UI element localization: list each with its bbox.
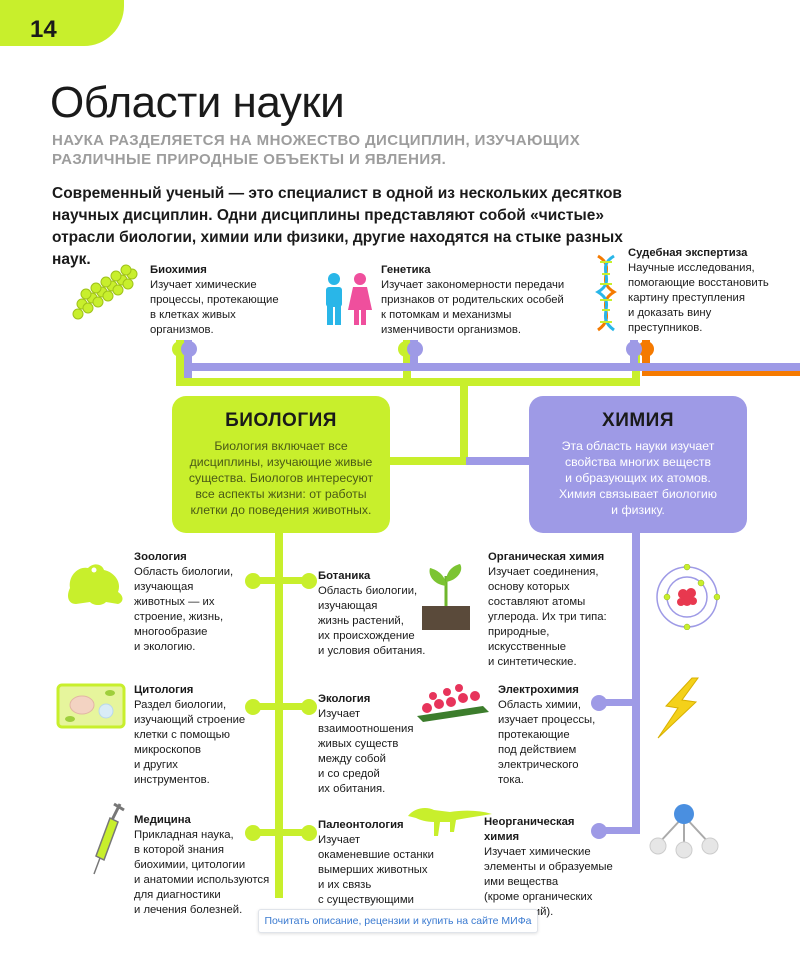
atom-icon: [656, 564, 720, 630]
entry-title: Цитология: [134, 684, 194, 696]
entry-organic-chemistry: Органическая химия Изучает соединения, о…: [488, 550, 607, 670]
entry-biochemistry: Биохимия Изучает химические процессы, пр…: [150, 263, 279, 338]
footer-link[interactable]: Почитать описание, рецензии и купить на …: [258, 909, 538, 933]
page-title: Области науки: [50, 78, 345, 127]
entry-title: Органическая химия: [488, 551, 605, 563]
page-subtitle: НАУКА РАЗДЕЛЯЕТСЯ НА МНОЖЕСТВО ДИСЦИПЛИН…: [52, 132, 581, 168]
entry-ecology: Экология Изучает взаимоотношения живых с…: [318, 692, 413, 797]
entry-title: Медицина: [134, 814, 191, 826]
entry-zoology: Зоология Область биологии, изучающая жив…: [134, 550, 233, 655]
entry-electrochemistry: Электрохимия Область химии, изучает проц…: [498, 683, 595, 788]
entry-title: Электрохимия: [498, 684, 579, 696]
entry-paleontology: Палеонтология Изучает окаменевшие останк…: [318, 818, 434, 906]
biology-text: Биология включает все дисциплины, изучаю…: [188, 439, 374, 517]
family-icon: [326, 273, 372, 325]
entry-title: Экология: [318, 693, 371, 705]
entry-botany: Ботаника Область биологии, изучающая жиз…: [318, 569, 425, 659]
intro-paragraph: Современный ученый — это специалист в од…: [52, 185, 623, 268]
molecule-icon: [649, 804, 719, 859]
entry-text: Изучает соединения, основу которых соста…: [488, 566, 607, 668]
cell-membrane-icon: [72, 264, 138, 320]
entry-text: Изучает химические процессы, протекающие…: [150, 279, 279, 336]
syringe-icon: [93, 802, 125, 875]
entry-genetics: Генетика Изучает закономерности передачи…: [381, 263, 564, 338]
seedling-icon: [422, 564, 470, 630]
lightning-icon: [657, 677, 699, 739]
entry-title: Судебная экспертиза: [628, 247, 748, 259]
entry-text: Область биологии, изучающая животных — и…: [134, 566, 234, 653]
chemistry-box: ХИМИЯ Эта область науки изучает свойства…: [529, 396, 747, 533]
entry-medicine: Медицина Прикладная наука, в которой зна…: [134, 813, 269, 918]
entry-text: Изучает взаимоотношения живых существ ме…: [318, 708, 414, 795]
chemistry-text: Эта область науки изучает свойства многи…: [558, 439, 718, 517]
chemistry-title: ХИМИЯ: [602, 410, 674, 431]
frog-icon: [68, 564, 123, 605]
entry-text: Изучает закономерности передачи признако…: [381, 279, 565, 336]
entry-title: Генетика: [381, 264, 431, 276]
entry-text: Прикладная наука, в которой знания биохи…: [134, 829, 270, 916]
entry-text: Научные исследования, помогающие восстан…: [628, 262, 769, 334]
plant-cell-icon: [56, 683, 126, 729]
biology-title: БИОЛОГИЯ: [225, 410, 337, 431]
entry-text: Область биологии, изучающая жизнь растен…: [318, 585, 426, 657]
page-number: 14: [30, 16, 57, 43]
entry-text: Раздел биологии, изучающий строение клет…: [134, 699, 246, 786]
entry-text: Область химии, изучает процессы, протека…: [498, 699, 596, 786]
entry-text: Изучает окаменевшие останки вымерших жив…: [318, 834, 434, 906]
entry-title: Зоология: [134, 551, 187, 563]
entry-forensics: Судебная экспертиза Научные исследования…: [628, 246, 769, 336]
ecosystem-icon: [417, 684, 489, 722]
page-tab: [0, 0, 124, 46]
entry-title: Палеонтология: [318, 819, 404, 831]
entry-title: Биохимия: [150, 264, 207, 276]
entry-title: Неорганическая химия: [484, 816, 575, 843]
biology-box: БИОЛОГИЯ Биология включает все дисциплин…: [172, 396, 390, 533]
entry-cytology: Цитология Раздел биологии, изучающий стр…: [134, 683, 245, 788]
entry-inorganic-chemistry: Неорганическая химия Изучает химические …: [484, 815, 613, 920]
dinosaur-icon: [408, 808, 492, 836]
entry-title: Ботаника: [318, 570, 371, 582]
dna-icon: [595, 254, 617, 332]
